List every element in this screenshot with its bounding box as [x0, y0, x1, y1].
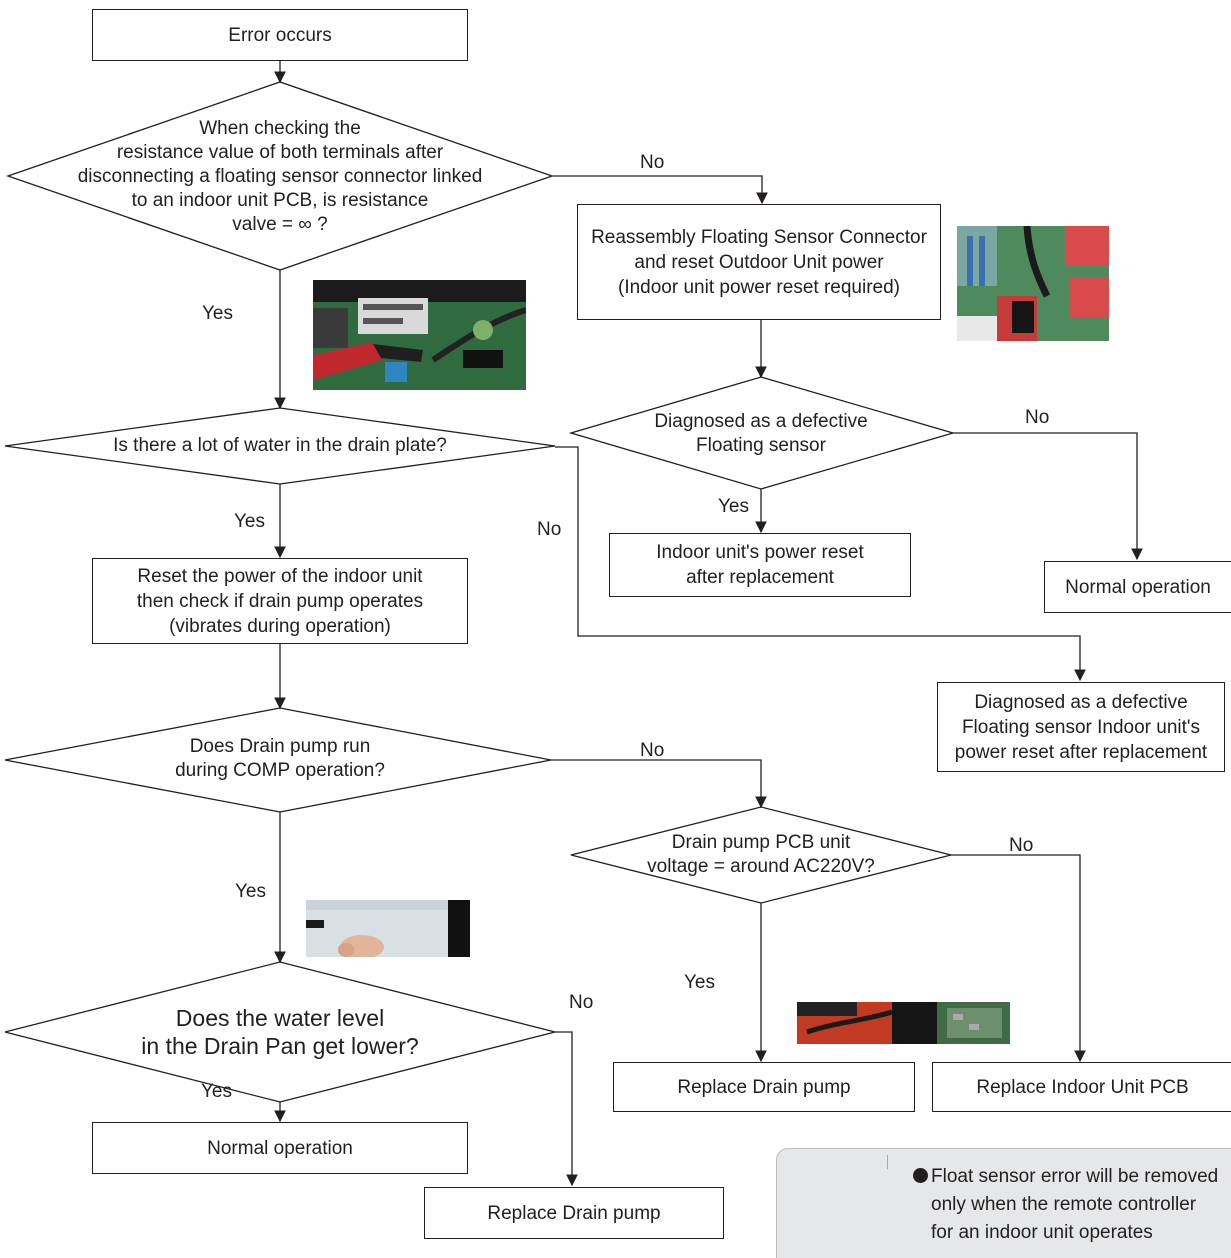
label-yes-pcb-voltage: Yes: [684, 972, 715, 993]
defective-floating-line-2: Floating sensor: [696, 435, 826, 456]
photo-floating-sensor-connector: [957, 226, 1109, 341]
label-no-resistance: No: [640, 152, 665, 173]
resistance-line-4: to an indoor unit PCB, is resistance: [131, 190, 429, 211]
decision-resistance: When checking the resistance value of bo…: [60, 110, 500, 244]
note-callout: Float sensor error will be removed only …: [776, 1148, 1231, 1258]
replace-drain-pump-bottom-text: Replace Drain pump: [487, 1202, 661, 1224]
indoor-power-reset-line-2: after replacement: [686, 567, 834, 588]
box-replace-indoor-pcb: Replace Indoor Unit PCB: [932, 1062, 1231, 1112]
resistance-line-3: disconnecting a floating sensor connecto…: [77, 166, 483, 187]
decision-defective-floating: Diagnosed as a defective Floating sensor: [620, 408, 902, 460]
label-no-defective-floating: No: [1025, 407, 1050, 428]
pcb-voltage-line-2: voltage = around AC220V?: [647, 856, 875, 877]
defective-floating-line-1: Diagnosed as a defective: [654, 411, 868, 432]
reset-power-line-3: (vibrates during operation): [169, 615, 391, 637]
label-no-water-drain-plate: No: [537, 519, 562, 540]
bullet-icon: [913, 1168, 928, 1183]
label-yes-water-level: Yes: [201, 1081, 232, 1102]
reassembly-line-2: and reset Outdoor Unit power: [634, 251, 884, 273]
note-line-1: Float sensor error will be removed: [931, 1166, 1219, 1187]
normal-operation-left-text: Normal operation: [207, 1137, 353, 1159]
note-separator: [887, 1155, 888, 1169]
pcb-voltage-line-1: Drain pump PCB unit: [671, 832, 851, 853]
resistance-line-5: valve = ∞ ?: [232, 214, 328, 235]
indoor-power-reset-line-1: Indoor unit's power reset: [656, 542, 864, 563]
label-no-pcb-voltage: No: [1009, 835, 1034, 856]
note-line-3: for an indoor unit operates: [931, 1222, 1153, 1243]
error-occurs-text: Error occurs: [228, 24, 332, 46]
decision-water-level: Does the water level in the Drain Pan ge…: [100, 1002, 460, 1062]
box-normal-operation-left: Normal operation: [92, 1122, 468, 1174]
label-no-water-level: No: [569, 992, 594, 1013]
label-no-drain-pump-comp: No: [640, 740, 665, 761]
reset-power-line-1: Reset the power of the indoor unit: [137, 565, 423, 587]
reassembly-line-3: (Indoor unit power reset required): [618, 276, 900, 298]
label-yes-defective-floating: Yes: [718, 496, 749, 517]
water-level-line-1: Does the water level: [175, 1005, 385, 1031]
reset-power-line-2: then check if drain pump operates: [136, 590, 424, 612]
box-replace-drain-pump-mid: Replace Drain pump: [613, 1062, 915, 1112]
diagnosed-defective-line-2: Floating sensor Indoor unit's: [961, 716, 1201, 738]
decision-pcb-voltage: Drain pump PCB unit voltage = around AC2…: [611, 828, 911, 882]
photo-drain-pan-water: [306, 900, 470, 957]
box-indoor-power-reset: Indoor unit's power reset after replacem…: [609, 533, 911, 597]
box-reset-power: Reset the power of the indoor unit then …: [92, 558, 468, 644]
reassembly-line-1: Reassembly Floating Sensor Connector: [591, 226, 927, 248]
resistance-line-2: resistance value of both terminals after: [116, 142, 444, 163]
photo-drain-pump-pcb: [797, 1002, 1010, 1044]
diagnosed-defective-line-1: Diagnosed as a defective: [974, 691, 1188, 713]
box-reassembly: Reassembly Floating Sensor Connector and…: [577, 204, 941, 320]
decision-drain-pump-comp: Does Drain pump run during COMP operatio…: [110, 732, 450, 786]
water-level-line-2: in the Drain Pan get lower?: [141, 1033, 419, 1059]
decision-water-drain-plate: Is there a lot of water in the drain pla…: [70, 432, 490, 460]
water-drain-plate-text: Is there a lot of water in the drain pla…: [113, 435, 447, 456]
normal-operation-right-text: Normal operation: [1065, 576, 1211, 598]
resistance-line-1: When checking the: [199, 118, 361, 139]
replace-indoor-pcb-text: Replace Indoor Unit PCB: [976, 1076, 1189, 1098]
decision-water-drain-plate-shape: [4, 407, 556, 485]
replace-drain-pump-mid-text: Replace Drain pump: [677, 1076, 851, 1098]
label-yes-water-drain-plate: Yes: [234, 511, 265, 532]
box-error-occurs: Error occurs: [92, 9, 468, 61]
label-yes-resistance: Yes: [202, 303, 233, 324]
box-replace-drain-pump-bottom: Replace Drain pump: [424, 1187, 724, 1239]
label-yes-drain-pump-comp: Yes: [235, 881, 266, 902]
drain-pump-comp-line-2: during COMP operation?: [175, 760, 385, 781]
photo-pcb-connector-probe: [313, 280, 526, 390]
note-line-2: only when the remote controller: [931, 1194, 1197, 1215]
diagnosed-defective-line-3: power reset after replacement: [954, 741, 1208, 763]
box-normal-operation-right: Normal operation: [1044, 561, 1231, 613]
drain-pump-comp-line-1: Does Drain pump run: [189, 736, 371, 757]
note-text: Float sensor error will be removed only …: [913, 1163, 1218, 1247]
box-diagnosed-defective: Diagnosed as a defective Floating sensor…: [937, 682, 1225, 772]
